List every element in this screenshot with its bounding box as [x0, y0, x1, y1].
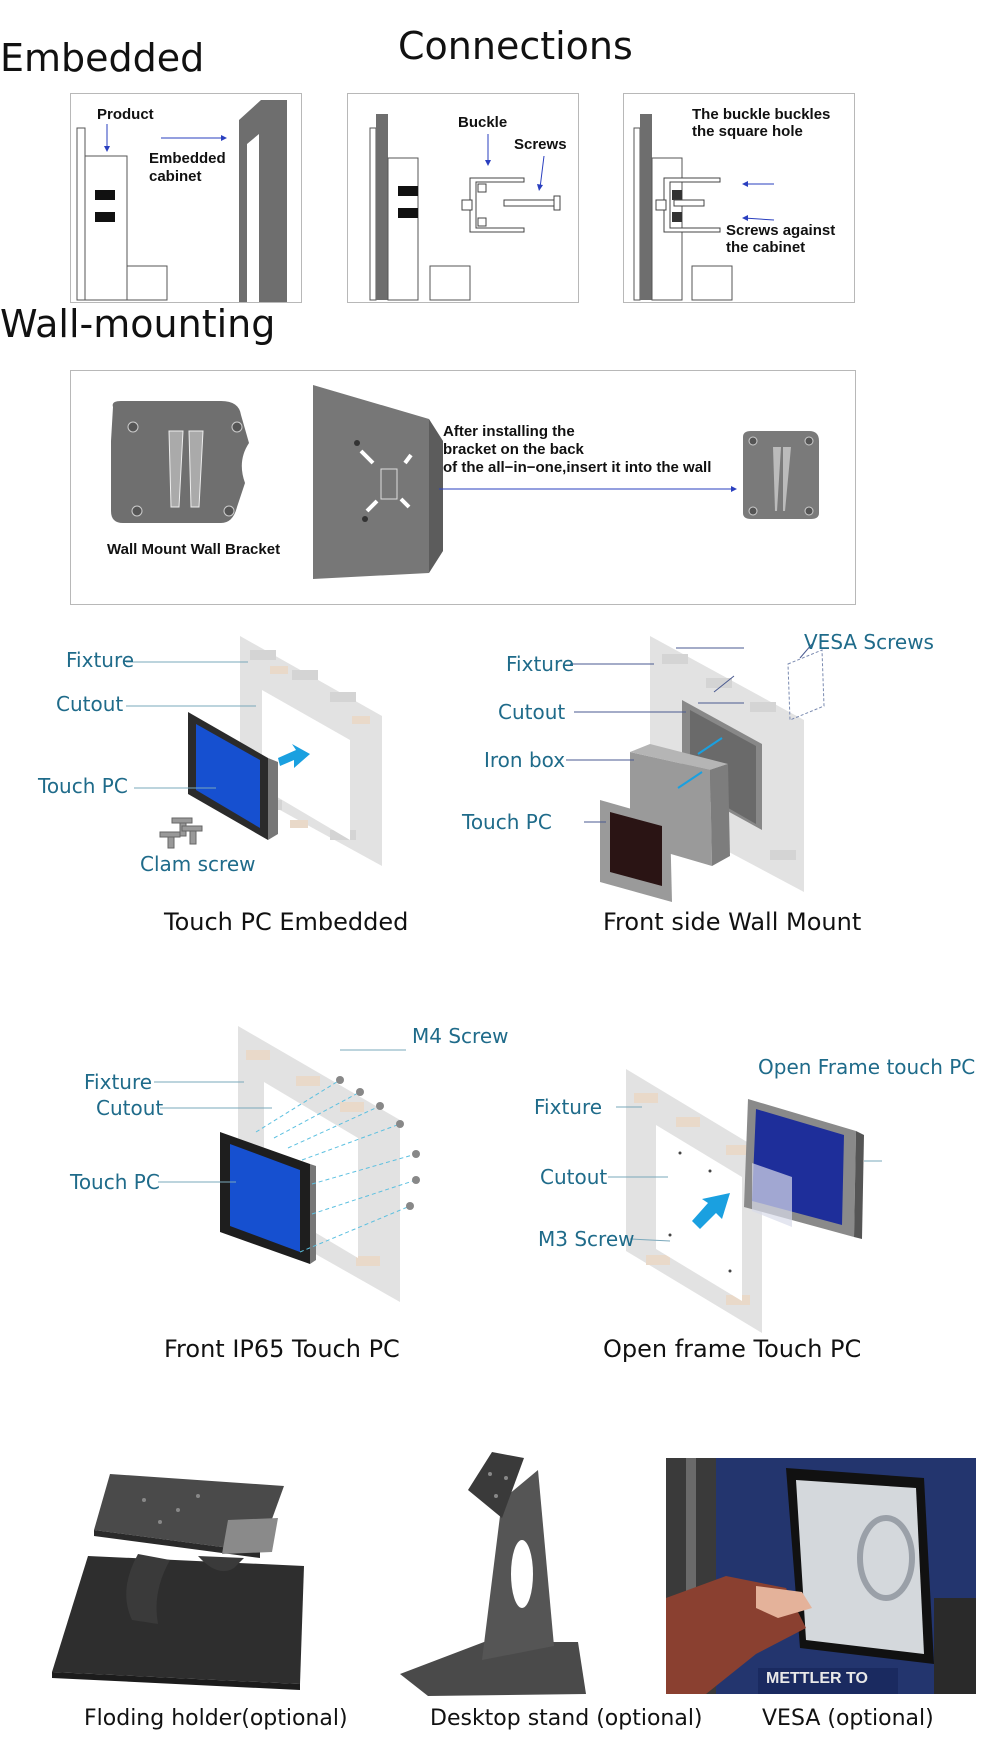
folding-holder-image — [48, 1460, 308, 1690]
clam-screw-label: Clam screw — [140, 852, 256, 876]
product-label: Product — [97, 106, 154, 123]
desktop-stand-caption: Desktop stand (optional) — [430, 1706, 703, 1731]
open-frame-figure: Open Frame touch PC Fixture Cutout M3 Sc… — [530, 1055, 990, 1335]
front-wall-fixture-label: Fixture — [506, 652, 575, 676]
wall-note-line2: bracket on the back — [443, 441, 584, 458]
vesa-mount-photo: METTLER TO — [666, 1458, 976, 1694]
folding-holder-caption: Floding holder(optional) — [84, 1706, 348, 1731]
open-frame-drawing — [608, 1069, 882, 1333]
touch-pc-embedded-figure: Fixture Cutout Touch PC Clam screw — [30, 620, 430, 890]
m3-screw-label: M3 Screw — [538, 1227, 635, 1251]
front-ip65-caption: Front IP65 Touch PC — [164, 1335, 400, 1363]
desktop-stand-drawing — [400, 1452, 586, 1696]
front-wall-mount-caption: Front side Wall Mount — [603, 908, 862, 936]
touch-pc-embedded-drawing — [126, 636, 382, 866]
iron-box-label: Iron box — [484, 748, 566, 772]
vesa-screws-label: VESA Screws — [804, 630, 934, 654]
buckle-label: Buckle — [458, 114, 508, 131]
folding-holder-drawing — [52, 1474, 304, 1690]
open-frame-fixture-label: Fixture — [534, 1095, 603, 1119]
open-frame-caption: Open frame Touch PC — [603, 1335, 862, 1363]
ip65-cutout-label: Cutout — [96, 1096, 164, 1120]
buckle-screw-drawing — [369, 114, 561, 301]
front-wall-touch-pc-label: Touch PC — [462, 810, 552, 834]
buckle-square-hole-label-line2: the square hole — [692, 123, 803, 140]
vesa-caption: VESA (optional) — [762, 1706, 934, 1731]
ip65-fixture-label: Fixture — [84, 1070, 153, 1094]
wall-note-line3: of the all−in−one,insert it into the wal… — [443, 459, 712, 476]
front-wall-mount-figure: VESA Screws Fixture Cutout Iron box Touc… — [450, 620, 970, 910]
wall-note-line1: After installing the — [443, 423, 575, 440]
embedded-cabinet-label-line1: Embedded — [149, 150, 226, 167]
front-ip65-figure: M4 Screw Fixture Cutout Touch PC — [40, 1020, 508, 1320]
m4-screw-label: M4 Screw — [412, 1024, 509, 1048]
desktop-stand-image — [398, 1450, 598, 1700]
touch-pc-embedded-caption: Touch PC Embedded — [164, 908, 409, 936]
open-frame-cutout-label: Cutout — [540, 1165, 608, 1189]
wall-mount-drawing — [111, 385, 819, 579]
ip65-touch-pc-label: Touch PC — [70, 1170, 160, 1194]
embedded-cabinet-label-line2: cabinet — [149, 168, 202, 185]
wall-mounting-heading: Wall-mounting — [0, 302, 276, 346]
embedded-fixture-label: Fixture — [66, 648, 135, 672]
buckle-fitted-drawing — [633, 114, 775, 301]
embedded-heading: Embedded — [0, 36, 205, 80]
front-wall-cutout-label: Cutout — [498, 700, 566, 724]
front-ip65-drawing — [154, 1026, 420, 1302]
front-wall-mount-drawing — [566, 636, 825, 902]
open-frame-pc-label: Open Frame touch PC — [758, 1055, 976, 1079]
screws-label: Screws — [514, 136, 567, 153]
vesa-brand-text: METTLER TO — [766, 1670, 868, 1687]
embedded-diagram-panel-3: The buckle buckles the square hole Screw… — [623, 93, 855, 303]
embedded-cutout-label: Cutout — [56, 692, 124, 716]
page-title: Connections — [398, 24, 633, 68]
vesa-photo-drawing — [666, 1458, 976, 1694]
embedded-cabinet-drawing — [76, 100, 287, 302]
buckle-square-hole-label-line1: The buckle buckles — [692, 106, 831, 123]
embedded-diagram-panel-1: Product Embedded cabinet — [70, 93, 302, 303]
screws-against-label-line2: the cabinet — [726, 239, 806, 256]
embedded-touch-pc-label: Touch PC — [38, 774, 128, 798]
wall-bracket-label: Wall Mount Wall Bracket — [107, 541, 281, 558]
screws-against-label-line1: Screws against — [726, 222, 836, 239]
embedded-diagram-panel-2: Buckle Screws — [347, 93, 579, 303]
wall-mount-panel: Wall Mount Wall Bracket After installing… — [70, 370, 856, 605]
